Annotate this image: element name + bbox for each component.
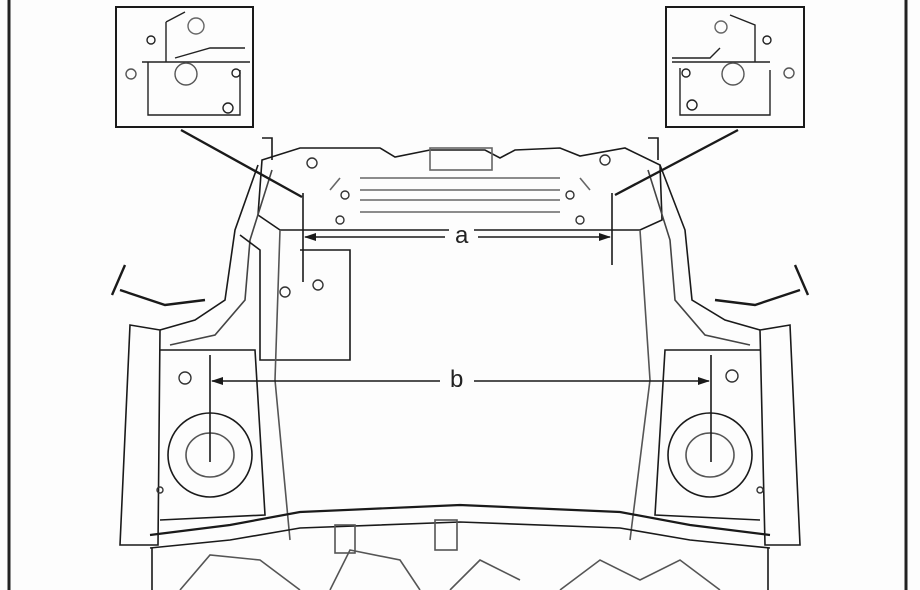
page-frame: [7, 0, 908, 590]
dimension-a-label: a: [449, 224, 475, 248]
dimension-b: [209, 355, 712, 462]
inset-leader-lines: [180, 128, 739, 199]
vehicle-body-structure: [110, 137, 810, 590]
dimension-a: [302, 193, 613, 282]
inset-detail-left: [115, 6, 254, 128]
bolt-holes: [156, 154, 764, 494]
inset-detail-right: [665, 6, 805, 128]
dimension-b-label: b: [444, 368, 470, 392]
